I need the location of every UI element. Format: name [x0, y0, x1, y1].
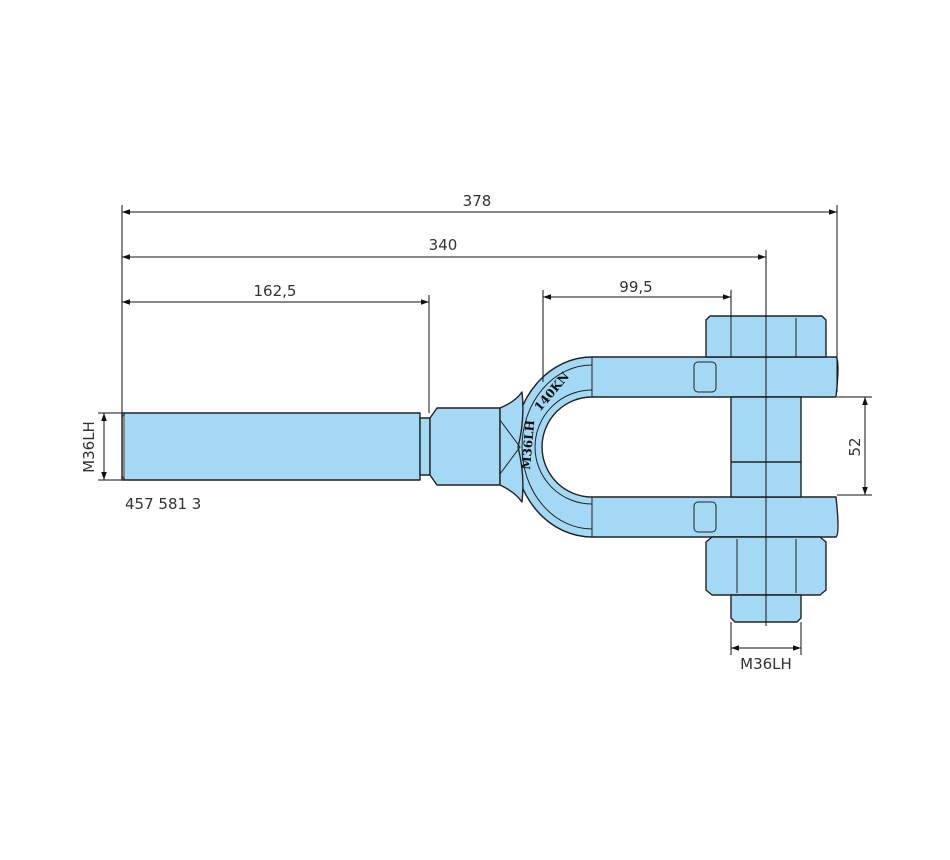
extension-lines: [98, 205, 872, 655]
dimension-340: 340: [122, 236, 766, 260]
clevis: M36LH 140KN: [499, 356, 839, 538]
threaded-shaft: [121, 407, 501, 486]
dim-label-162-5: 162,5: [254, 282, 297, 300]
dim-label-340: 340: [429, 236, 458, 254]
dim-label-shaft-thread: M36LH: [80, 421, 98, 473]
dim-label-52: 52: [846, 437, 864, 456]
dimension-162-5: 162,5: [122, 282, 429, 305]
dimension-99-5: 99,5: [543, 278, 731, 300]
dim-label-99-5: 99,5: [619, 278, 652, 296]
stamp-thread: M36LH: [519, 419, 537, 470]
part-number: 457 581 3: [125, 495, 201, 513]
dimension-378: 378: [122, 192, 837, 215]
dimension-52: 52: [846, 397, 868, 495]
dimension-shaft-thread: M36LH: [80, 413, 107, 480]
dim-label-bolt-thread: M36LH: [740, 655, 792, 673]
dimension-bolt-thread: M36LH: [731, 645, 801, 673]
dim-label-378: 378: [463, 192, 492, 210]
